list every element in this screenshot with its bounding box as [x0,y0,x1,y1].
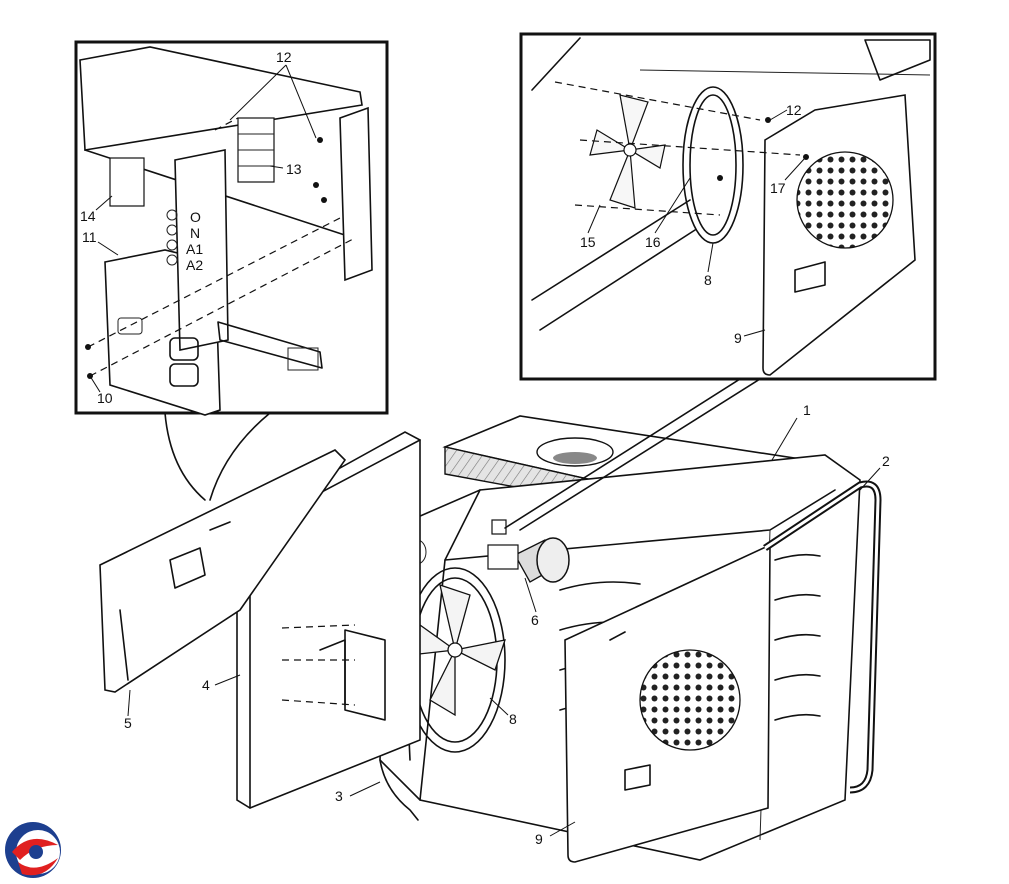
brand-logo [5,822,61,878]
hinge-bracket [281,624,386,721]
detail-right-frame [519,32,937,381]
callout-9: 9 [535,831,543,847]
leader-lines [89,64,881,837]
switch-label-n: N [190,225,200,241]
fan-blades [409,584,506,717]
callout-16: 16 [645,234,661,250]
callout-11: 11 [82,229,97,245]
back-plate [99,449,347,693]
detail-fan-blade [589,94,666,209]
callout-14: 14 [80,208,96,224]
detail-callout-8: 8 [704,272,712,288]
callout-6: 6 [531,612,539,628]
callout-5: 5 [124,715,132,731]
switch-label-o: O [190,209,201,225]
callout-10: 10 [97,390,113,406]
relay-component [109,157,145,207]
callout-4: 4 [202,677,210,693]
callout-3: 3 [335,788,343,804]
oven-assembly [99,415,882,863]
switch-label-a1: A1 [186,241,203,257]
switch-label-a2: A2 [186,257,203,273]
detail-perforated-vent [796,151,894,249]
terminal-blocks [237,117,275,183]
lamp-assembly [487,519,570,583]
callout-2: 2 [882,453,890,469]
perforated-vent [639,649,741,751]
detail-callout-12: 12 [786,102,802,118]
callout-17: 17 [770,180,786,196]
detail-left-frame: O N A1 A2 [74,40,389,416]
callout-13: 13 [286,161,302,177]
detail-callout-9: 9 [734,330,742,346]
callout-15: 15 [580,234,596,250]
callout-8: 8 [509,711,517,727]
callout-12: 12 [276,49,292,65]
callout-1: 1 [803,402,811,418]
callout-labels: 1 2 3 4 5 6 8 9 10 11 12 13 14 15 16 17 … [80,49,890,847]
